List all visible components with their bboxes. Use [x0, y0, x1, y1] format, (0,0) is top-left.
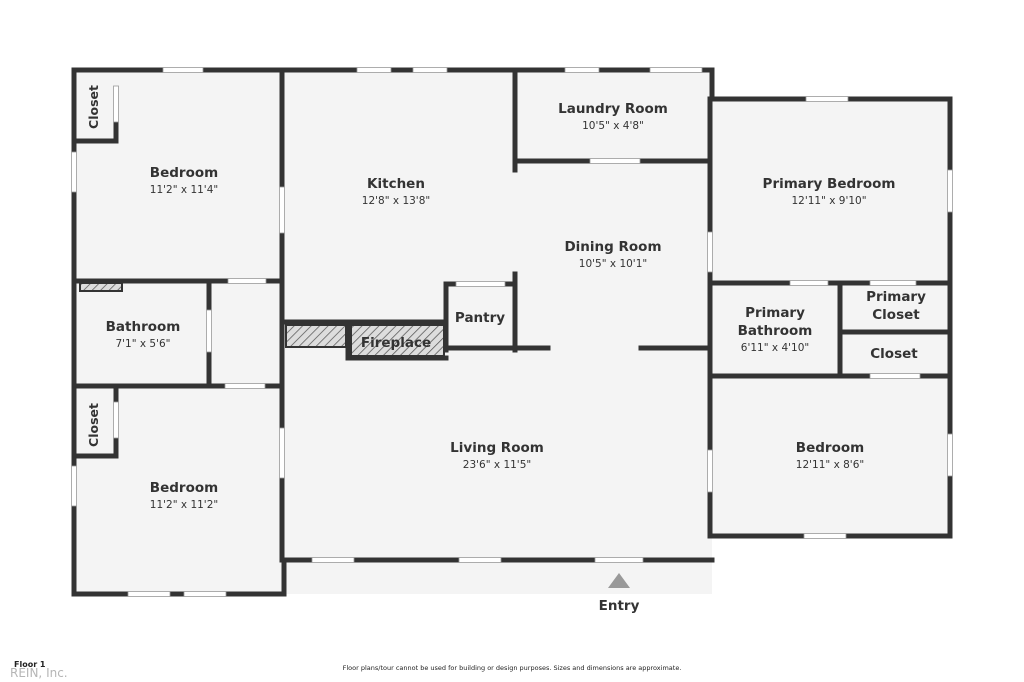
room-bedroom-se: Bedroom 12'11" x 8'6" — [796, 440, 864, 471]
floor-label: Floor 1 — [14, 660, 46, 669]
entry-label: Entry — [599, 598, 640, 614]
room-name: Kitchen — [367, 176, 425, 192]
room-name-line2: Closet — [872, 307, 920, 323]
room-name-line2: Bathroom — [738, 323, 813, 339]
room-name: Living Room — [450, 440, 544, 456]
room-name: Laundry Room — [558, 101, 668, 117]
room-primary-bedroom: Primary Bedroom 12'11" x 9'10" — [763, 176, 896, 207]
chimney-hatch — [285, 324, 347, 348]
room-dimensions: 10'5" x 4'8" — [582, 120, 644, 132]
room-primary-bathroom: Primary Bathroom 6'11" x 4'10" — [738, 305, 813, 354]
room-name-line1: Primary — [866, 289, 926, 305]
disclaimer: Floor plans/tour cannot be used for buil… — [342, 664, 682, 672]
room-dimensions: 12'11" x 8'6" — [796, 459, 864, 471]
watermark: REIN, Inc. — [10, 666, 68, 680]
room-name: Bedroom — [796, 440, 864, 456]
room-primary-closet: Primary Closet — [866, 289, 926, 323]
room-name: Bedroom — [150, 480, 218, 496]
room-dimensions: 12'8" x 13'8" — [362, 195, 430, 207]
room-dimensions: 6'11" x 4'10" — [741, 342, 809, 354]
room-dimensions: 11'2" x 11'2" — [150, 499, 218, 511]
room-kitchen: Kitchen 12'8" x 13'8" — [362, 176, 430, 207]
room-dimensions: 12'11" x 9'10" — [791, 195, 866, 207]
room-laundry: Laundry Room 10'5" x 4'8" — [558, 101, 668, 132]
room-dining: Dining Room 10'5" x 10'1" — [564, 239, 661, 270]
room-name: Bathroom — [106, 319, 181, 335]
room-bedroom-sw: Bedroom 11'2" x 11'2" — [150, 480, 218, 511]
room-bathroom: Bathroom 7'1" x 5'6" — [106, 319, 181, 350]
bath-vent-hatch — [79, 282, 123, 292]
closet-nw-label: Closet — [86, 85, 101, 129]
closet-e-label: Closet — [870, 346, 918, 362]
entry-arrow-icon — [608, 573, 630, 588]
fireplace-label: Fireplace — [361, 335, 431, 351]
pantry-label: Pantry — [455, 310, 505, 326]
room-bedroom-nw: Bedroom 11'2" x 11'4" — [150, 165, 218, 196]
room-dimensions: 11'2" x 11'4" — [150, 184, 218, 196]
fireplace-hatch — [350, 324, 445, 357]
room-dimensions: 10'5" x 10'1" — [579, 258, 647, 270]
room-name-line1: Primary — [745, 305, 805, 321]
room-name: Bedroom — [150, 165, 218, 181]
room-dimensions: 23'6" x 11'5" — [463, 459, 531, 471]
floor-fill — [74, 70, 950, 594]
room-name: Dining Room — [564, 239, 661, 255]
room-name: Primary Bedroom — [763, 176, 896, 192]
windows — [71, 67, 953, 597]
room-living: Living Room 23'6" x 11'5" — [450, 440, 544, 471]
closet-sw-label: Closet — [86, 403, 101, 447]
room-dimensions: 7'1" x 5'6" — [115, 338, 170, 350]
